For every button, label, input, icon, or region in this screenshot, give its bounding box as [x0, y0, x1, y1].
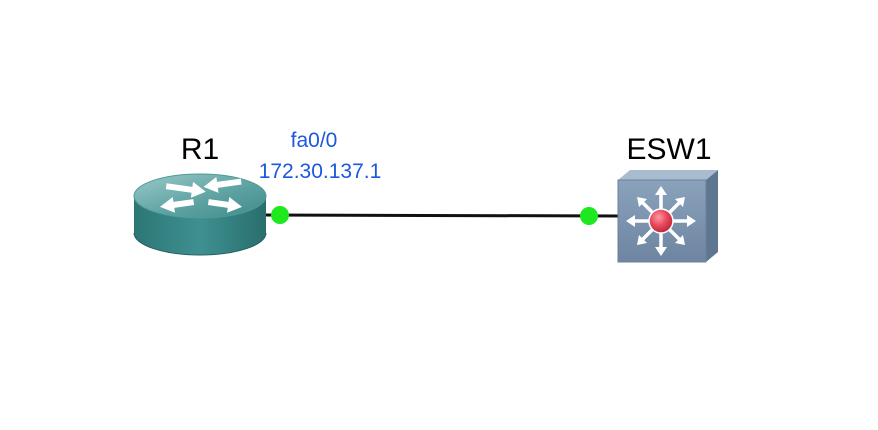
switch-port-status-dot — [580, 207, 598, 225]
interface-ip-label: 172.30.137.1 — [259, 160, 382, 183]
router-label: R1 — [181, 133, 219, 166]
router-port-status-dot — [271, 206, 289, 224]
switch-icon — [617, 170, 718, 263]
router-icon — [133, 173, 267, 256]
switch-device[interactable]: ESW1 — [617, 133, 718, 263]
interface-name-label: fa0/0 — [291, 129, 338, 152]
switch-label: ESW1 — [626, 133, 711, 166]
link-line[interactable] — [261, 213, 621, 218]
router-device[interactable]: R1 — [133, 133, 267, 256]
